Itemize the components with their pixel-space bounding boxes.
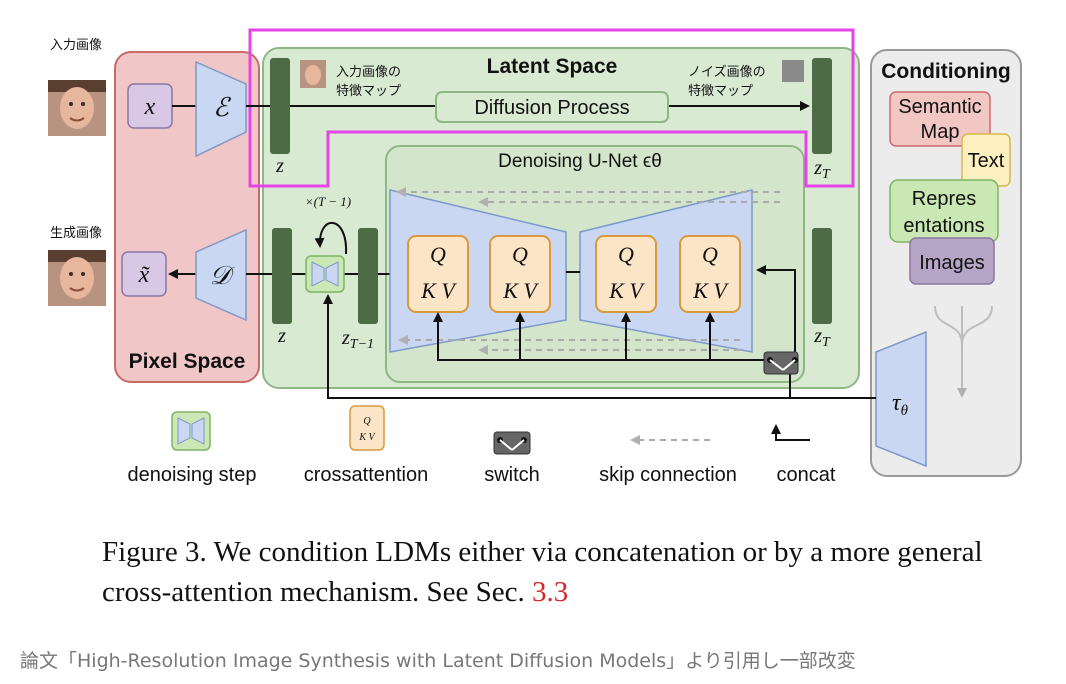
svg-text:Q: Q — [618, 242, 634, 267]
conditioning-images: Images — [909, 237, 995, 285]
encoder-label: ℰ — [213, 93, 231, 122]
noise-feature-thumbnail — [782, 60, 804, 82]
legend-concat-icon — [771, 424, 810, 441]
svg-text:Images: Images — [919, 252, 985, 274]
conditioning-merge-lines — [934, 305, 993, 398]
conditioning-text: Text — [961, 133, 1011, 187]
svg-text:Q: Q — [363, 416, 371, 427]
legend-switch-icon — [493, 431, 531, 455]
noise-feature-label-2: 特徴マップ — [688, 83, 753, 98]
x-tilde-label: x̃ — [138, 262, 151, 288]
ldm-diagram: Pixel Space Latent Space Denoising U-Net… — [48, 28, 1022, 486]
svg-text:Q: Q — [430, 242, 446, 267]
attention-block-1: Q K V — [407, 235, 469, 313]
legend-skip-label: skip connection — [599, 464, 737, 486]
diffusion-process-label: Diffusion Process — [474, 97, 629, 119]
input-face-image — [48, 80, 106, 136]
svg-text:entations: entations — [903, 215, 984, 237]
repeat-label: ×(T − 1) — [305, 194, 351, 209]
noise-feature-label-1: ノイズ画像の — [688, 64, 766, 79]
z-top-label: z — [275, 155, 284, 177]
feature-map-zT-top — [812, 58, 832, 154]
conditioning-representations: Repres entations — [889, 179, 999, 243]
feature-map-z-bottom — [272, 228, 292, 324]
svg-text:K V: K V — [358, 432, 376, 443]
caption-section-ref[interactable]: 3.3 — [532, 576, 569, 608]
source-note: 論文「High-Resolution Image Synthesis with … — [20, 650, 856, 672]
denoising-step-block — [305, 255, 345, 293]
feature-map-zT-bottom — [812, 228, 832, 324]
attention-block-4: Q K V — [679, 235, 741, 313]
unet-label: Denoising U-Net ϵθ — [498, 151, 662, 172]
highlight-outline — [248, 28, 855, 188]
svg-text:K V: K V — [420, 278, 457, 303]
repeat-loop-arrow — [314, 221, 348, 255]
decoder — [195, 228, 247, 322]
legend-denoising-icon — [171, 411, 211, 451]
attention-block-3: Q K V — [595, 235, 657, 313]
x-tilde-box — [121, 251, 167, 297]
legend-concat-label: concat — [777, 464, 836, 486]
diffusion-process-box — [435, 91, 669, 123]
input-feature-label-1: 入力画像の — [336, 64, 401, 79]
latent-space-label: Latent Space — [487, 55, 618, 78]
input-image-label: 入力画像 — [50, 37, 102, 52]
legend-denoising-label: denoising step — [128, 464, 257, 486]
svg-text:K V: K V — [502, 278, 539, 303]
legend-switch-label: switch — [484, 464, 540, 486]
conditioning-semantic-map: Semantic Map — [889, 91, 991, 147]
pixel-space-label: Pixel Space — [129, 350, 246, 373]
figure-caption: Figure 3. We condition LDMs either via c… — [102, 532, 1032, 612]
generated-face-image — [48, 250, 106, 306]
svg-text:Repres: Repres — [912, 188, 976, 210]
generated-image-label: 生成画像 — [50, 225, 102, 240]
svg-text:Q: Q — [702, 242, 718, 267]
legend-crossattention-icon: Q K V — [349, 405, 385, 451]
svg-text:K V: K V — [608, 278, 645, 303]
z-bottom-label: z — [277, 325, 286, 347]
svg-text:Map: Map — [921, 121, 960, 143]
input-feature-label-2: 特徴マップ — [336, 83, 401, 98]
switch-block — [763, 351, 799, 375]
input-feature-thumbnail — [300, 60, 326, 88]
conditioning-arrows — [323, 265, 876, 399]
svg-text:Q: Q — [512, 242, 528, 267]
svg-text:Text: Text — [968, 150, 1005, 172]
svg-text:Semantic: Semantic — [898, 96, 981, 118]
skip-connections — [396, 187, 780, 355]
svg-text:K V: K V — [692, 278, 729, 303]
feature-map-zT-1 — [358, 228, 378, 324]
tau-encoder — [875, 330, 927, 468]
encoder — [195, 60, 247, 158]
attention-block-2: Q K V — [489, 235, 551, 313]
x-label: x — [144, 94, 156, 120]
feature-map-z-top — [270, 58, 290, 154]
caption-text: Figure 3. We condition LDMs either via c… — [102, 536, 983, 608]
conditioning-label: Conditioning — [881, 60, 1010, 83]
legend-crossattention-label: crossattention — [304, 464, 429, 486]
